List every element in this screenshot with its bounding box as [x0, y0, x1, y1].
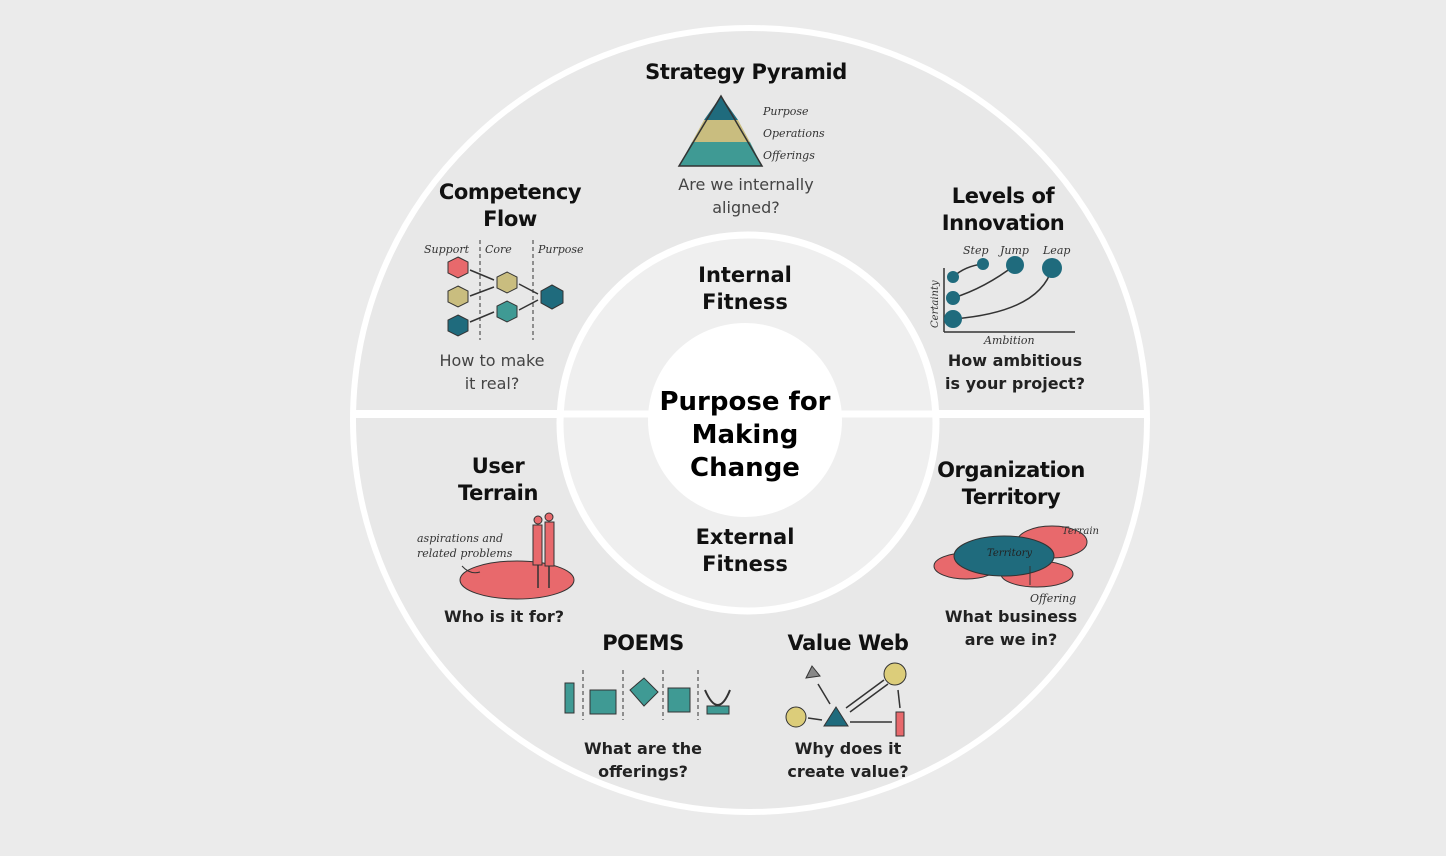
organization-territory-question-line-2: are we in?: [964, 630, 1058, 649]
levels-of-innovation-question: How ambitious is your project?: [925, 349, 1105, 395]
value-web-icon: [785, 662, 907, 737]
poems-question-line-1: What are the: [583, 739, 703, 758]
center-title: Purpose for Making Change: [645, 386, 845, 485]
levels-of-innovation-question-line-1: How ambitious: [947, 351, 1083, 370]
user-terrain-note-1: aspirations and: [417, 532, 503, 545]
pyramid-label-operations: Operations: [763, 127, 825, 140]
territory-label-terrain: Terrain: [1062, 526, 1099, 537]
internal-fitness-label: Internal Fitness: [665, 262, 825, 316]
competency-flow-question-line-2: it real?: [464, 374, 520, 393]
organization-territory-title-line-1: Organization: [937, 458, 1085, 482]
competency-flow-question-line-1: How to make: [439, 351, 545, 370]
organization-territory-title: Organization Territory: [926, 457, 1096, 511]
external-fitness-line-1: External: [695, 525, 795, 549]
value-web-title: Value Web: [778, 630, 918, 657]
pyramid-label-purpose: Purpose: [762, 105, 809, 118]
poems-title-line-1: POEMS: [602, 631, 684, 655]
internal-fitness-line-2: Fitness: [702, 290, 788, 314]
competency-label-core: Core: [485, 243, 512, 256]
user-terrain-icon: aspirations and related problems: [417, 512, 575, 600]
organization-territory-question-line-1: What business: [944, 607, 1078, 626]
strategy-pyramid-question: Are we internally aligned?: [646, 173, 846, 219]
competency-flow-title-line-1: Competency: [438, 180, 582, 204]
user-terrain-question-line-1: Who is it for?: [443, 607, 564, 626]
poems-question-line-2: offerings?: [598, 762, 688, 781]
pyramid-icon: Purpose Operations Offerings: [677, 94, 825, 167]
innovation-label-ambition: Ambition: [983, 334, 1035, 347]
pyramid-label-offerings: Offerings: [763, 149, 815, 162]
poems-icon: [564, 670, 731, 720]
levels-of-innovation-title: Levels of Innovation: [923, 183, 1083, 237]
strategy-pyramid-question-line-1: Are we internally: [678, 175, 814, 194]
internal-fitness-line-1: Internal: [698, 263, 792, 287]
center-title-line-2: Making: [691, 420, 799, 450]
center-title-line-3: Change: [690, 453, 800, 483]
organization-territory-icon: Terrain Territory Offering: [933, 525, 1099, 605]
external-fitness-label: External Fitness: [665, 524, 825, 578]
poems-question: What are the offerings?: [563, 737, 723, 783]
user-terrain-title-line-1: User: [471, 454, 525, 478]
center-circle: [648, 323, 842, 517]
user-terrain-question: Who is it for?: [424, 605, 584, 628]
strategy-pyramid-title: Strategy Pyramid: [636, 59, 856, 86]
innovation-curve-icon: Step Jump Leap Ambition Certainty: [930, 244, 1075, 347]
levels-of-innovation-question-line-2: is your project?: [945, 374, 1085, 393]
organization-territory-title-line-2: Territory: [961, 485, 1061, 509]
territory-label-offering: Offering: [1030, 592, 1076, 605]
innovation-label-jump: Jump: [998, 244, 1029, 257]
competency-label-support: Support: [424, 243, 470, 256]
user-terrain-note-2: related problems: [417, 547, 513, 560]
competency-flow-title-line-2: Flow: [483, 207, 537, 231]
competency-flow-question: How to make it real?: [412, 349, 572, 395]
competency-label-purpose: Purpose: [537, 243, 584, 256]
center-title-line-1: Purpose for: [659, 387, 831, 417]
user-terrain-title: User Terrain: [438, 453, 558, 507]
innovation-label-leap: Leap: [1042, 244, 1070, 257]
competency-flow-icon: Support Core Purpose: [424, 240, 584, 340]
levels-of-innovation-title-line-1: Levels of: [951, 184, 1055, 208]
strategy-pyramid-title-line-1: Strategy Pyramid: [645, 60, 847, 84]
value-web-question-line-2: create value?: [787, 762, 909, 781]
value-web-question-line-1: Why does it: [794, 739, 902, 758]
levels-of-innovation-title-line-2: Innovation: [941, 211, 1065, 235]
organization-territory-question: What business are we in?: [931, 605, 1091, 651]
value-web-title-line-1: Value Web: [787, 631, 909, 655]
external-fitness-line-2: Fitness: [702, 552, 788, 576]
poems-title: POEMS: [583, 630, 703, 657]
value-web-question: Why does it create value?: [768, 737, 928, 783]
innovation-label-certainty: Certainty: [930, 280, 941, 328]
territory-label-territory: Territory: [987, 548, 1032, 559]
innovation-label-step: Step: [963, 244, 989, 257]
user-terrain-title-line-2: Terrain: [457, 481, 538, 505]
competency-flow-title: Competency Flow: [430, 179, 590, 233]
strategy-pyramid-question-line-2: aligned?: [712, 198, 780, 217]
